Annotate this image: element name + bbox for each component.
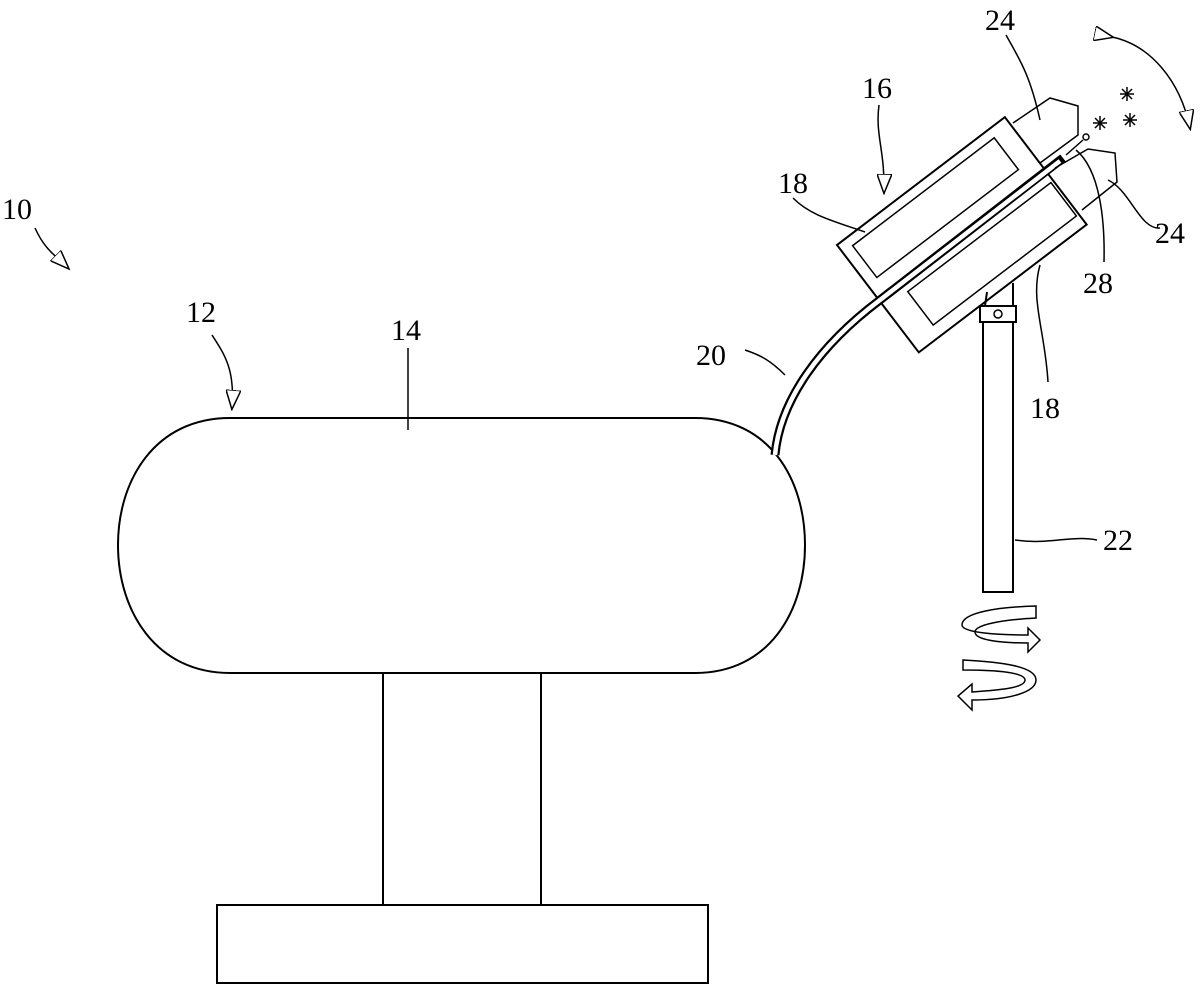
tip-28 [1082, 133, 1090, 141]
base-block [216, 904, 709, 984]
spray-particles-icon [1093, 87, 1137, 130]
swing-arrow-icon [1112, 37, 1190, 128]
label-16: 16 [862, 72, 892, 105]
label-14: 14 [391, 314, 421, 347]
label-24-upper: 24 [985, 4, 1015, 37]
label-12: 12 [186, 296, 216, 329]
label-20: 20 [696, 339, 726, 372]
chamber-lower [906, 181, 1078, 327]
rotation-arrows-icon [956, 605, 1042, 712]
post [382, 672, 542, 906]
leader-lines [34, 34, 1161, 543]
housing-body [116, 417, 807, 674]
label-18-lower: 18 [1030, 392, 1060, 425]
label-18-upper: 18 [778, 167, 808, 200]
nozzle-upper [1012, 97, 1079, 164]
chamber-upper [851, 136, 1020, 279]
nozzle-lower [1054, 148, 1118, 211]
support-pole [979, 283, 1017, 593]
label-10: 10 [2, 193, 32, 226]
label-24-lower: 24 [1155, 217, 1185, 250]
label-28: 28 [1083, 267, 1113, 300]
label-22: 22 [1103, 524, 1133, 557]
